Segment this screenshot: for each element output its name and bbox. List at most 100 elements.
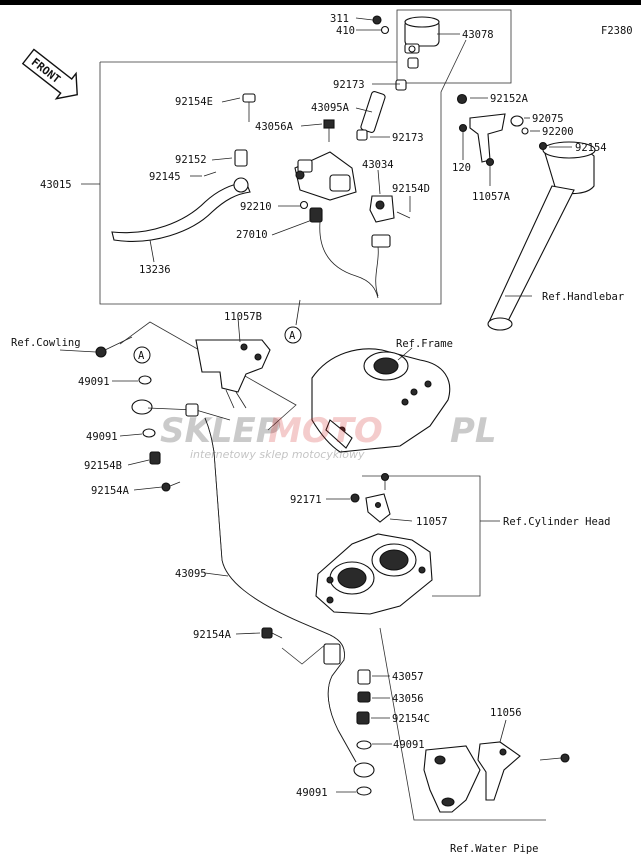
label-11056: 11056 [490, 707, 522, 719]
label-311: 311 [330, 13, 349, 25]
label-13236: 13236 [139, 264, 171, 276]
ref-water-pipe: Ref.Water Pipe [450, 843, 539, 855]
ref-cowling: Ref.Cowling [11, 337, 81, 349]
hose-clamp-bracket-outline [281, 643, 327, 665]
watermark: SKLEP MOTO PL internetowy sklep motocykl… [160, 411, 497, 461]
label-49091-a: 49091 [78, 376, 110, 388]
bolt-92154D [396, 211, 411, 219]
label-43078: 43078 [462, 29, 494, 41]
fitting-43057 [357, 669, 371, 685]
callout-a-circle-2 [133, 346, 151, 364]
label-11057A: 11057A [472, 191, 511, 203]
banjo-upper [131, 399, 231, 421]
cylinder-head-bracket-outline [362, 475, 481, 597]
nut-92152A [456, 93, 468, 105]
label-410: 410 [336, 25, 355, 37]
watermark-tagline: internetowy sklep motocyklowy [190, 448, 365, 461]
bolt-92154B [149, 451, 161, 465]
collar-92200 [521, 127, 529, 135]
fitting-43056 [357, 691, 371, 703]
label-92200: 92200 [542, 126, 574, 138]
label-11057B: 11057B [224, 311, 262, 323]
label-92154: 92154 [575, 142, 607, 154]
label-92145: 92145 [149, 171, 181, 183]
nut-92210 [299, 200, 309, 210]
label-92154D: 92154D [392, 183, 430, 195]
screw-311 [372, 15, 382, 25]
bolt-water-pipe [539, 753, 570, 763]
label-92173-b: 92173 [392, 132, 424, 144]
reservoir-hose [356, 57, 419, 141]
label-92075: 92075 [532, 113, 564, 125]
pin-92145 [203, 171, 217, 177]
fitting-43056A [323, 119, 335, 142]
label-49091-c: 49091 [393, 739, 425, 751]
label-43056A: 43056A [255, 121, 294, 133]
bolt-92154C [356, 711, 370, 725]
banjo-lower [353, 762, 375, 778]
callout-a-mid: A [138, 350, 145, 362]
clamp-43034 [369, 195, 395, 223]
reservoir-bracket [396, 9, 512, 84]
master-cylinder-group-outline [99, 39, 467, 305]
label-92171: 92171 [290, 494, 322, 506]
grommet-92075 [510, 115, 524, 127]
cylinder-head-throttle-body [315, 533, 433, 615]
bolt-92154A-middle [261, 627, 283, 639]
washer-49091-a [138, 375, 152, 385]
watermark-brand-b: MOTO [268, 411, 383, 451]
callout-a-circle [284, 326, 302, 344]
label-49091-d: 49091 [296, 787, 328, 799]
label-43056: 43056 [392, 693, 424, 705]
collar-92152 [234, 149, 248, 167]
bracket-11057 [365, 493, 391, 523]
label-92154B: 92154B [84, 460, 122, 472]
brake-reservoir [404, 16, 440, 54]
handlebar-clip-on [487, 141, 596, 331]
label-43034: 43034 [362, 159, 394, 171]
washer-410 [380, 25, 390, 35]
frame-headstock [311, 348, 451, 453]
label-43057: 43057 [392, 671, 424, 683]
label-92154E: 92154E [175, 96, 213, 108]
top-border [0, 0, 641, 5]
label-43095: 43095 [175, 568, 207, 580]
master-cylinder-body [294, 151, 357, 201]
bracket-11057B [195, 339, 271, 409]
bracket-11056 [477, 741, 521, 801]
label-11057: 11057 [416, 516, 448, 528]
bolt-upper-cylinder-head [380, 472, 390, 490]
watermark-brand-c: PL [450, 411, 497, 451]
label-92154C: 92154C [392, 713, 430, 725]
label-92152A: 92152A [490, 93, 529, 105]
water-pipe-bracket-outline [379, 627, 546, 821]
bolt-92154A-upper [161, 481, 181, 492]
label-120: 120 [452, 162, 471, 174]
switch-27010 [309, 207, 391, 299]
brake-hose-inner [204, 417, 357, 763]
washer-49091-d [356, 786, 372, 796]
label-27010: 27010 [236, 229, 268, 241]
watermark-brand-a: SKLEP [160, 411, 281, 451]
label-49091-b: 49091 [86, 431, 118, 443]
bolt-cowling [95, 336, 133, 358]
bolt-92154 [538, 141, 548, 151]
water-pipe-housing [423, 745, 481, 813]
diagram-code: F2380 [601, 25, 633, 37]
ref-handlebar: Ref.Handlebar [542, 291, 624, 303]
label-92154A-middle: 92154A [193, 629, 232, 641]
label-92173-a: 92173 [333, 79, 365, 91]
nut-92171 [350, 493, 360, 503]
bracket-11057A [458, 113, 506, 167]
label-92210: 92210 [240, 201, 272, 213]
front-arrow-icon: FRONT [21, 48, 78, 100]
washer-49091-b [142, 428, 156, 438]
label-92152: 92152 [175, 154, 207, 166]
label-43095A: 43095A [311, 102, 350, 114]
hose-clamp-middle [323, 643, 341, 665]
washer-49091-c [356, 740, 372, 750]
ref-cylinder-head: Ref.Cylinder Head [503, 516, 610, 528]
ref-frame: Ref.Frame [396, 338, 453, 350]
brake-lever-13236 [111, 177, 251, 242]
